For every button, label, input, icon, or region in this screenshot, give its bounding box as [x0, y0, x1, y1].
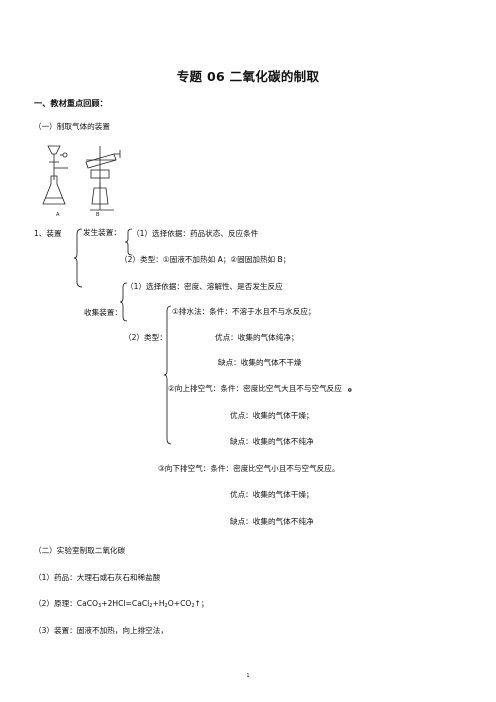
- shouji-types-label: （2）类型：: [124, 333, 167, 342]
- brace-main: [74, 228, 83, 288]
- down-air-pro: 优点：收集的气体干燥；: [230, 490, 314, 499]
- water-pro: 优点：收集的气体纯净；: [215, 333, 299, 342]
- page-number: 1: [246, 673, 250, 679]
- brace-shouji: [120, 282, 128, 322]
- subsection-heading-co2: （二）实验室制取二氧化碳: [34, 546, 126, 555]
- principle-mid-3: O+CO: [167, 599, 192, 608]
- principle-suffix: ↑；: [194, 599, 209, 608]
- up-air-method: ②向上排空气：条件：密度比空气大且不与空气反应。: [168, 384, 358, 394]
- up-air-mark: 。: [347, 383, 358, 394]
- principle-line: （2）原理：CaCO3+2HCl=CaCl2+H2O+CO2↑；: [34, 599, 209, 609]
- principle-sub-4: 2: [191, 603, 195, 609]
- principle-mid-1: +2HCl=CaCl: [101, 599, 150, 608]
- item1-label: 1、装置: [34, 229, 62, 238]
- up-air-main: ②向上排空气：条件：密度比空气大且不与空气反应: [168, 384, 342, 393]
- water-con: 缺点：收集的气体不干燥: [218, 358, 302, 367]
- shouji-basis: （1）选择依据：密度、溶解性、是否发生反应: [126, 282, 283, 291]
- subsection-heading-apparatus: （一）制取气体的装置: [34, 122, 110, 131]
- principle-sub-1: 3: [98, 603, 102, 609]
- water-method: ①排水法：条件：不溶于水且不与水反应；: [172, 307, 316, 316]
- fasheng-types: （2）类型：①固液不加热如 A；②固固加热如 B；: [120, 255, 291, 264]
- fasheng-label: 发生装置：: [83, 228, 121, 237]
- up-air-con: 缺点：收集的气体不纯净: [230, 437, 314, 446]
- principle-sub-2: 2: [149, 603, 153, 609]
- brace-fasheng: [125, 228, 133, 256]
- apparatus-figure: A B: [42, 145, 121, 218]
- figure-label-b: B: [96, 212, 100, 218]
- section-heading: 一、教材重点回顾：: [34, 98, 108, 108]
- drugs-line: （1）药品：大理石或石灰石和稀盐酸: [34, 573, 161, 582]
- up-air-pro: 优点：收集的气体干燥；: [230, 411, 314, 420]
- page-title: 专题 06 二氧化碳的制取: [176, 69, 320, 84]
- apparatus-line: （3）装置：固液不加热，向上排空法，: [34, 626, 168, 635]
- figure-label-a: A: [56, 212, 60, 218]
- fasheng-basis: （1）选择依据：药品状态、反应条件: [132, 229, 259, 238]
- principle-prefix: （2）原理：CaCO: [34, 599, 99, 608]
- down-air-con: 缺点：收集的气体不纯净: [230, 517, 314, 526]
- principle-sub-3: 2: [164, 603, 168, 609]
- down-air-method: ③向下排空气：条件：密度比空气小且不与空气反应。: [158, 464, 340, 473]
- shouji-label: 收集装置：: [84, 308, 122, 317]
- principle-mid-2: +H: [152, 599, 165, 608]
- brace-types: [164, 305, 172, 445]
